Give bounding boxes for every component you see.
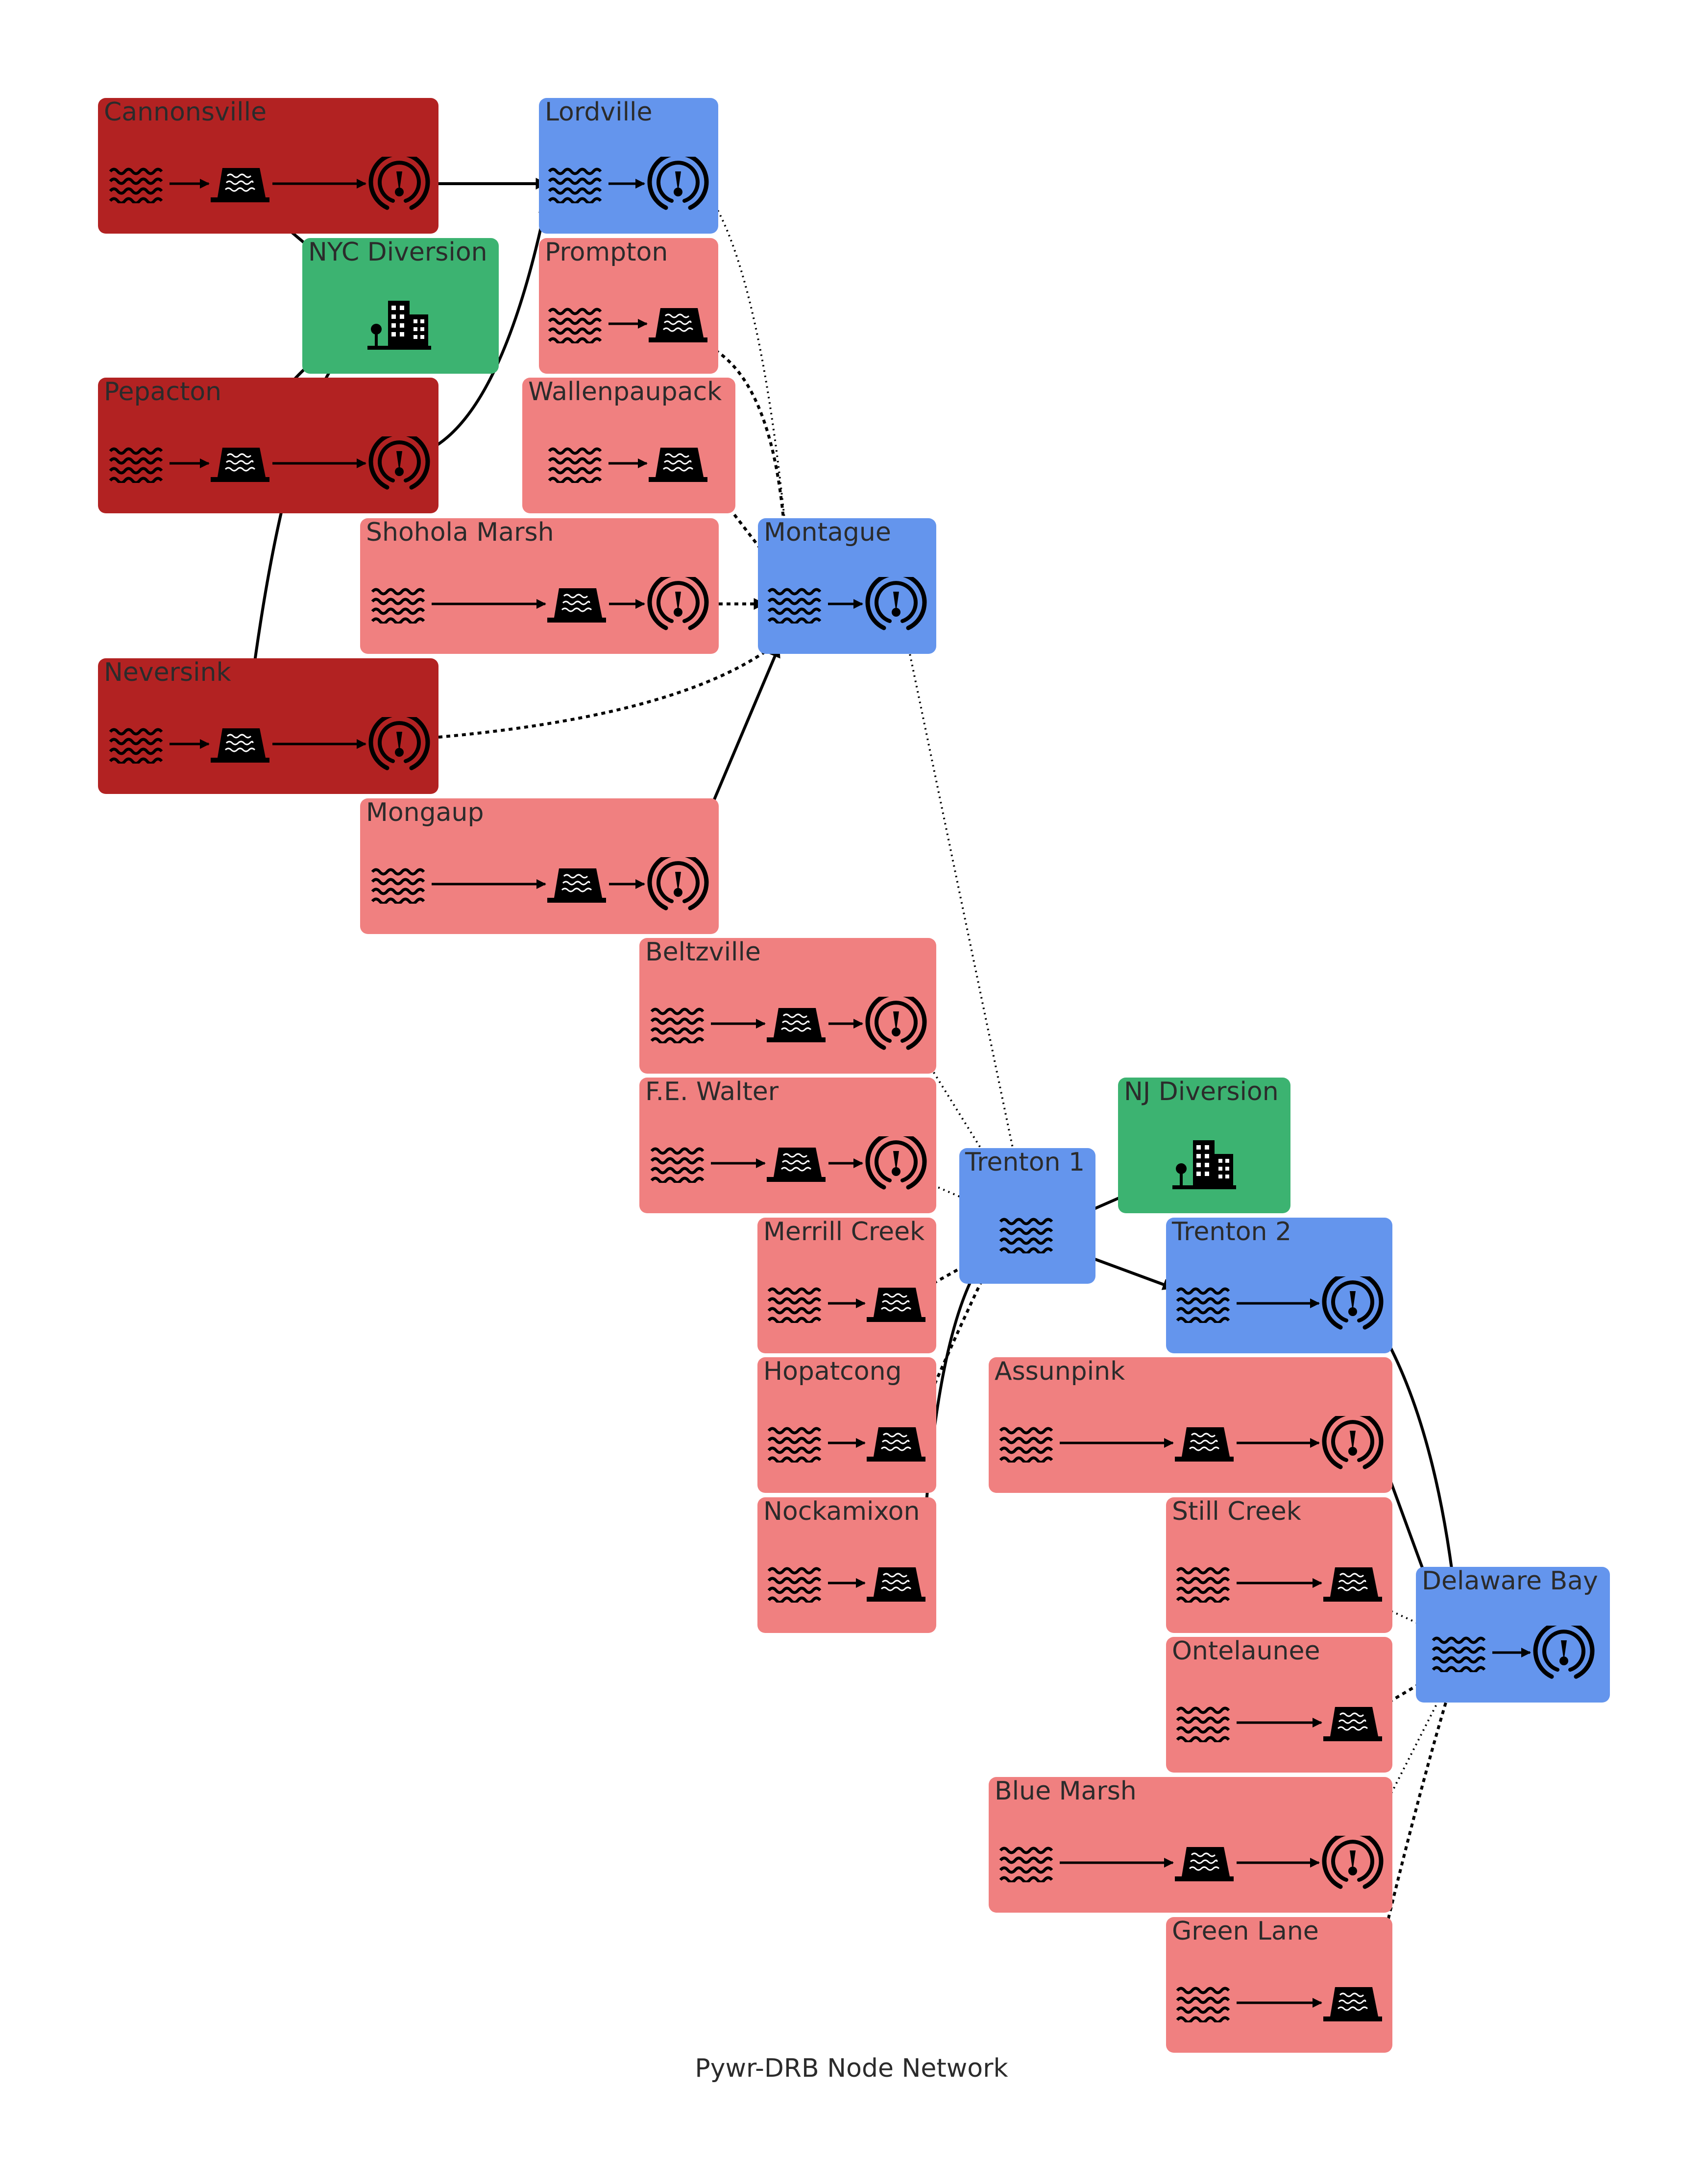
node-label: Beltzville: [645, 937, 761, 967]
node-box: [989, 1357, 1392, 1493]
node-label: Ontelaunee: [1172, 1636, 1320, 1666]
node-label: Mongaup: [366, 798, 484, 827]
node-label: NJ Diversion: [1124, 1077, 1279, 1106]
node-label: Montague: [764, 518, 891, 547]
node-box: [98, 98, 438, 234]
node-trenton1: Trenton 1: [959, 1148, 1095, 1284]
node-hopatcong: Hopatcong: [757, 1357, 936, 1493]
node-merrill-creek: Merrill Creek: [757, 1217, 936, 1353]
node-box: [959, 1148, 1095, 1284]
node-fe-walter: F.E. Walter: [639, 1077, 936, 1213]
node-cannonsville: Cannonsville: [98, 97, 438, 234]
node-label: Hopatcong: [763, 1357, 902, 1386]
node-label: Shohola Marsh: [366, 518, 554, 547]
node-label: Prompton: [545, 238, 668, 267]
node-mongaup: Mongaup: [360, 798, 719, 934]
node-montague: Montague: [758, 518, 936, 654]
edge-hopatcong-to-trenton1: [927, 1238, 1003, 1399]
node-label: Assunpink: [995, 1357, 1125, 1386]
node-trenton2: Trenton 2: [1166, 1217, 1392, 1353]
node-box: [639, 1078, 936, 1213]
node-label: Delaware Bay: [1422, 1566, 1598, 1596]
node-label: F.E. Walter: [645, 1077, 779, 1106]
edge-ontelaunee-to-delaware-bay: [1388, 1669, 1444, 1704]
edge-neversink-to-montague: [438, 640, 780, 739]
node-ontelaunee: Ontelaunee: [1166, 1636, 1392, 1773]
node-box: [989, 1777, 1392, 1913]
node-wallenpaupack: Wallenpaupack: [522, 377, 735, 513]
node-nockamixon: Nockamixon: [757, 1497, 936, 1633]
node-box: [98, 378, 438, 513]
node-label: NYC Diversion: [308, 238, 487, 267]
node-lordville: Lordville: [539, 97, 718, 234]
node-label: Merrill Creek: [763, 1217, 924, 1247]
node-green-lane: Green Lane: [1166, 1917, 1392, 2053]
node-pepacton: Pepacton: [98, 377, 438, 513]
node-blue-marsh: Blue Marsh: [989, 1776, 1392, 1913]
node-label: Green Lane: [1172, 1917, 1319, 1946]
node-label: Cannonsville: [104, 97, 267, 127]
node-box: [98, 658, 438, 794]
node-still-creek: Still Creek: [1166, 1497, 1392, 1633]
node-label: Trenton 1: [965, 1148, 1085, 1177]
node-label: Blue Marsh: [995, 1776, 1137, 1806]
node-prompton: Prompton: [539, 238, 718, 374]
node-label: Still Creek: [1172, 1497, 1301, 1526]
node-label: Pepacton: [104, 377, 221, 407]
edge-lordville-to-montague: [714, 205, 792, 564]
edge-montague-to-trenton1: [908, 648, 1024, 1191]
node-label: Neversink: [104, 658, 231, 687]
node-beltzville: Beltzville: [639, 937, 936, 1074]
node-label: Wallenpaupack: [528, 377, 722, 407]
node-box: [639, 938, 936, 1074]
node-nj-diversion: NJ Diversion: [1118, 1077, 1290, 1213]
node-shohola-marsh: Shohola Marsh: [360, 518, 719, 654]
node-delaware-bay: Delaware Bay: [1416, 1566, 1610, 1703]
node-label: Nockamixon: [763, 1497, 920, 1526]
node-assunpink: Assunpink: [989, 1357, 1392, 1493]
diagram-title: Pywr-DRB Node Network: [695, 2054, 1008, 2083]
node-nyc-diversion: NYC Diversion: [302, 238, 499, 374]
node-neversink: Neversink: [98, 658, 438, 794]
node-label: Trenton 2: [1171, 1217, 1291, 1247]
node-box: [360, 798, 719, 934]
node-label: Lordville: [545, 97, 652, 127]
node-box: [360, 518, 719, 654]
